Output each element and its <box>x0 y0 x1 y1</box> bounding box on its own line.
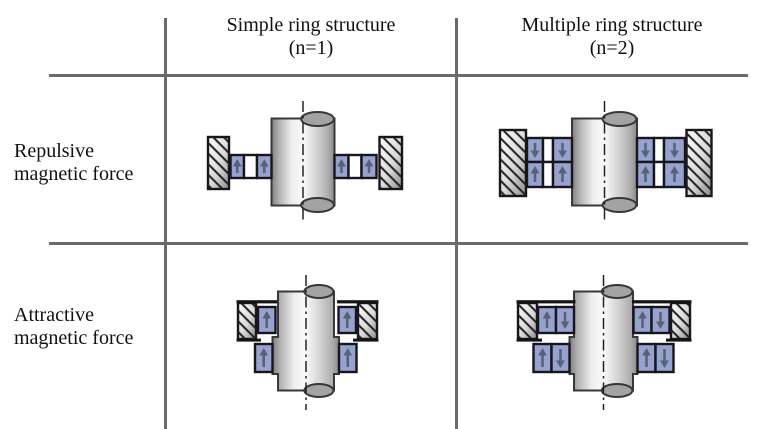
magnet-ring-segment <box>635 136 656 164</box>
shaft-top-face <box>300 111 335 127</box>
row-label-line1: Repulsive <box>14 140 94 162</box>
magnet-arrow-up-icon <box>232 159 242 173</box>
magnet-arrow-up-icon <box>641 166 650 182</box>
table-divider-vertical-left <box>164 18 167 429</box>
magnet-arrow-down-icon <box>641 143 650 158</box>
magnet-arrow-up-icon <box>638 311 647 328</box>
shaft-top-face <box>600 284 634 299</box>
column-header-simple-ring: Simple ring structure (n=1) <box>167 14 455 60</box>
magnet-ring-segment <box>662 160 687 189</box>
magnet-arrow-down-icon <box>670 143 679 158</box>
magnet-arrow-down-icon <box>556 349 565 368</box>
row-label-line1: Attractive <box>14 304 94 326</box>
magnet-arrow-down-icon <box>558 143 567 158</box>
diagram-repulsive-simple-ring <box>206 101 404 223</box>
stator-lip-line <box>516 338 542 342</box>
air-gap <box>652 160 666 189</box>
support-wall <box>669 301 692 341</box>
diagram-repulsive-multiple-ring <box>498 101 713 223</box>
stator-cap-line <box>516 300 576 304</box>
magnet-arrow-up-icon <box>530 166 540 182</box>
support-wall <box>685 128 713 198</box>
magnet-ring-segment <box>333 153 350 180</box>
magnet-ring-segment <box>525 160 545 189</box>
stator-cap-line <box>337 300 379 304</box>
stator-lip-line <box>353 338 379 342</box>
magnet-arrow-down-icon <box>656 312 665 329</box>
stator-lip-line <box>236 338 261 342</box>
magnet-arrow-up-icon <box>343 348 353 367</box>
column-subtitle: (n=1) <box>288 37 334 59</box>
table-divider-vertical-right <box>455 18 458 429</box>
magnet-arrow-up-icon <box>262 311 272 328</box>
magnet-arrow-up-icon <box>259 348 269 367</box>
support-wall <box>356 301 379 341</box>
magnet-ring-segment <box>525 136 545 164</box>
shaft-top-face <box>601 111 638 127</box>
shaft-bottom-face <box>300 197 335 213</box>
support-wall <box>516 301 539 341</box>
magnet-ring-segment <box>635 160 656 189</box>
magnet-arrow-up-icon <box>342 311 352 328</box>
magnet-ring-segment <box>550 342 571 374</box>
magnet-ring-segment <box>255 153 273 180</box>
magnet-arrow-up-icon <box>558 166 567 182</box>
column-title: Simple ring structure <box>226 14 396 36</box>
table-divider-horizontal-middle <box>49 242 748 245</box>
row-label-repulsive: Repulsive magnetic force <box>14 140 133 186</box>
air-gap <box>652 136 666 164</box>
magnet-ring-segment <box>551 160 574 189</box>
support-wall <box>498 128 528 198</box>
air-gap <box>242 153 259 180</box>
table-divider-horizontal-top <box>49 74 748 77</box>
magnet-arrow-up-icon <box>670 166 679 182</box>
row-label-line2: magnetic force <box>14 163 134 185</box>
stator-lip-line <box>666 338 692 342</box>
support-wall <box>378 135 404 191</box>
row-label-attractive: Attractive magnetic force <box>14 304 133 350</box>
magnet-arrow-down-icon <box>560 312 570 329</box>
shaft-bottom-face <box>601 197 638 213</box>
stator-cap-line <box>632 300 692 304</box>
stator-cap-line <box>236 300 277 304</box>
magnet-ring-segment <box>662 136 687 164</box>
magnet-arrow-up-icon <box>259 159 269 173</box>
shaft-bottom-face <box>600 383 634 398</box>
diagram-attractive-simple-ring <box>236 275 379 410</box>
magnet-ring-segment <box>337 305 358 335</box>
magnet-arrow-up-icon <box>542 311 552 328</box>
shaft-top-face <box>303 284 335 299</box>
column-title: Multiple ring structure <box>521 14 703 36</box>
magnet-ring-segment <box>229 153 246 180</box>
row-label-line2: magnetic force <box>14 327 134 349</box>
air-gap <box>347 153 363 180</box>
column-header-multiple-ring: Multiple ring structure (n=2) <box>458 14 766 60</box>
shaft-bottom-face <box>303 383 335 398</box>
magnet-ring-segment <box>360 153 378 180</box>
magnet-arrow-up-icon <box>642 348 651 367</box>
magnet-ring-segment <box>636 342 657 374</box>
magnet-arrow-up-icon <box>538 348 547 367</box>
magnet-ring-segment <box>650 305 671 335</box>
magnet-arrow-down-icon <box>660 349 669 368</box>
magnet-arrow-up-icon <box>364 159 374 173</box>
magnet-ring-segment <box>551 136 574 164</box>
magnet-ring-segment <box>654 342 675 374</box>
diagram-attractive-multiple-ring <box>516 275 692 410</box>
magnet-ring-segment <box>632 305 653 335</box>
magnet-arrow-up-icon <box>337 159 346 173</box>
magnet-ring-segment <box>536 305 558 335</box>
air-gap <box>541 160 555 189</box>
support-wall <box>206 135 231 191</box>
column-subtitle: (n=2) <box>589 37 635 59</box>
magnet-ring-segment <box>337 342 358 374</box>
magnet-arrow-down-icon <box>530 143 540 158</box>
magnet-ring-segment <box>532 342 553 374</box>
magnet-ring-segment <box>253 342 274 374</box>
air-gap <box>541 136 555 164</box>
magnet-ring-segment <box>256 305 277 335</box>
support-wall <box>236 301 258 341</box>
magnet-ring-segment <box>554 305 576 335</box>
